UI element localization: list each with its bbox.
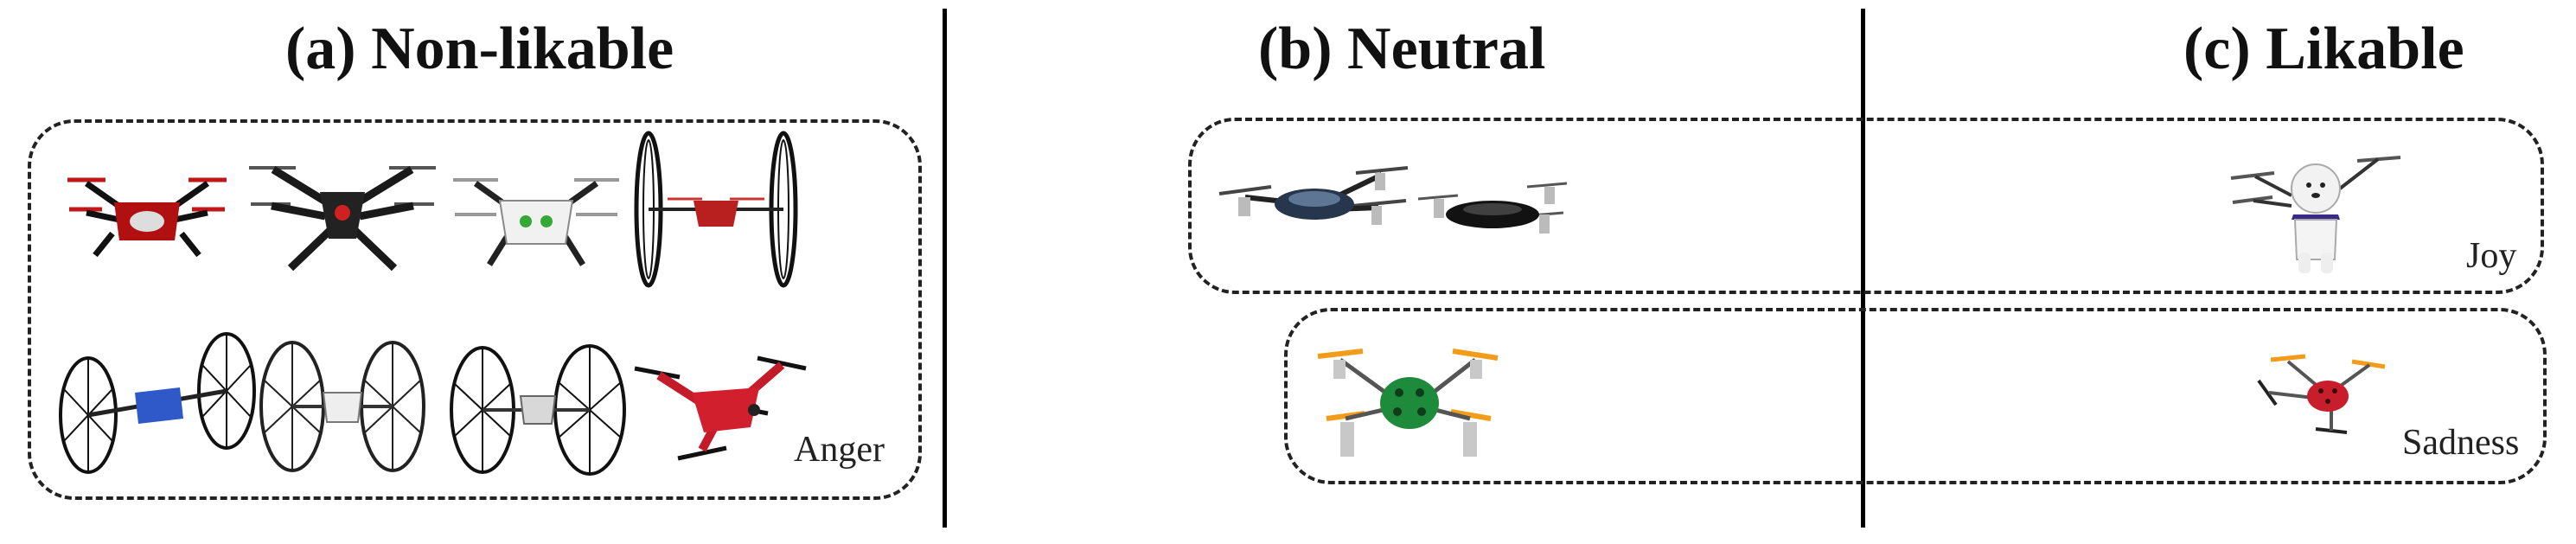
anger-label: Anger: [794, 430, 885, 470]
silver-wheeled-drone-image: [450, 344, 626, 476]
black-quadcopter-image: [249, 166, 436, 272]
divider-left: [943, 9, 947, 528]
panel-a-heading: (a) Non-likable: [285, 16, 674, 82]
sadness-group-box: [1284, 308, 2547, 484]
joy-label: Joy: [2466, 236, 2517, 276]
white-wheeled-drone-image: [259, 341, 425, 472]
sadness-label: Sadness: [2402, 423, 2520, 463]
black-pocket-drone-image: [1417, 182, 1568, 234]
blue-wheeled-drone-image: [59, 332, 256, 474]
joy-group-box: [1188, 118, 2544, 294]
panel-b-heading: (b) Neutral: [1258, 16, 1546, 82]
ladybug-red-drone-image: [2257, 354, 2386, 434]
red-minidrone-image: [67, 177, 227, 258]
dog-drone-image: [2230, 156, 2401, 273]
dark-hover-drone-image: [1218, 166, 1409, 225]
red-racing-drone-image: [634, 355, 807, 461]
anger-group-box: [28, 119, 922, 500]
wheeled-minidrone-image: [634, 131, 798, 288]
panel-c-heading: (c) Likable: [2183, 16, 2464, 82]
divider-right: [1861, 9, 1865, 528]
white-rolling-drone-image: [453, 178, 619, 266]
ladybug-green-drone-image: [1317, 349, 1499, 457]
